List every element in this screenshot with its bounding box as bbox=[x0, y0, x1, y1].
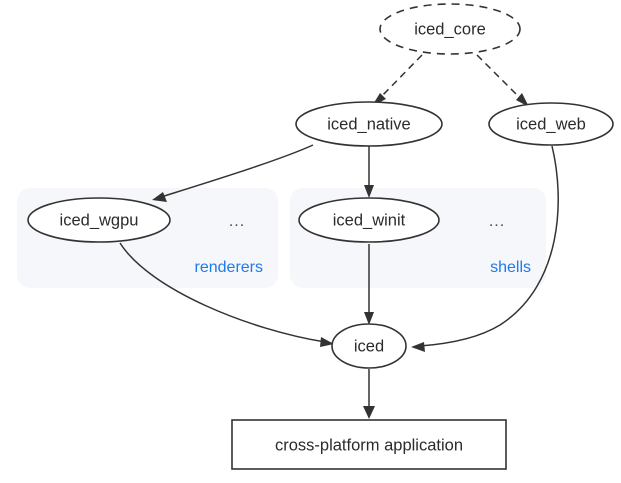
node-app-shape[interactable] bbox=[231, 419, 507, 470]
node-cross-platform-application[interactable]: cross-platform application bbox=[231, 419, 507, 470]
arrow-head-icon bbox=[320, 337, 334, 347]
edge-iced-web-to-iced bbox=[411, 145, 559, 352]
node-iced-native[interactable]: iced_native bbox=[295, 101, 443, 147]
arrow-head-icon bbox=[516, 93, 529, 107]
edge-line bbox=[419, 145, 559, 347]
edge-iced-to-app bbox=[363, 369, 375, 419]
edge-iced-native-to-iced-winit bbox=[364, 146, 374, 198]
edge-iced-core-to-iced-native bbox=[372, 54, 423, 106]
edge-line bbox=[119, 242, 326, 343]
node-iced-core-shape[interactable] bbox=[379, 3, 521, 55]
edge-iced-wgpu-to-iced bbox=[119, 242, 334, 347]
cluster-shells-ellipsis: ... bbox=[489, 213, 505, 230]
node-iced-winit[interactable]: iced_winit bbox=[298, 197, 440, 243]
node-iced-native-label: iced_native bbox=[327, 115, 410, 133]
arrow-head-icon bbox=[364, 312, 374, 325]
edge-iced-native-to-iced-wgpu bbox=[152, 144, 314, 202]
cluster-renderers-ellipsis: ... bbox=[229, 213, 245, 230]
edge-iced-winit-to-iced bbox=[364, 244, 374, 325]
arrow-head-icon bbox=[411, 342, 425, 352]
node-iced-label: iced bbox=[354, 337, 384, 355]
node-iced-web[interactable]: iced_web bbox=[488, 102, 614, 146]
node-iced-wgpu-shape[interactable] bbox=[27, 197, 171, 243]
edge-line bbox=[476, 54, 524, 102]
arrow-head-icon bbox=[363, 406, 375, 419]
node-iced-native-shape[interactable] bbox=[295, 101, 443, 147]
node-iced-web-label: iced_web bbox=[516, 115, 586, 133]
cluster-renderers-label: renderers bbox=[195, 259, 263, 276]
edge-line bbox=[160, 144, 314, 198]
node-iced-web-shape[interactable] bbox=[488, 102, 614, 146]
node-iced-wgpu-label: iced_wgpu bbox=[60, 211, 139, 229]
edge-iced-core-to-iced-web bbox=[476, 54, 529, 107]
edge-line bbox=[377, 54, 423, 101]
node-iced[interactable]: iced bbox=[331, 323, 407, 369]
node-iced-core[interactable]: iced_core bbox=[379, 3, 521, 55]
node-iced-wgpu[interactable]: iced_wgpu bbox=[27, 197, 171, 243]
arrow-head-icon bbox=[152, 192, 167, 202]
arrow-head-icon bbox=[364, 185, 374, 198]
node-iced-core-label: iced_core bbox=[414, 20, 486, 38]
node-iced-shape[interactable] bbox=[331, 323, 407, 369]
node-iced-winit-label: iced_winit bbox=[333, 211, 406, 229]
node-app-label: cross-platform application bbox=[275, 436, 463, 454]
node-iced-winit-shape[interactable] bbox=[298, 197, 440, 243]
cluster-shells-label: shells bbox=[490, 259, 531, 276]
